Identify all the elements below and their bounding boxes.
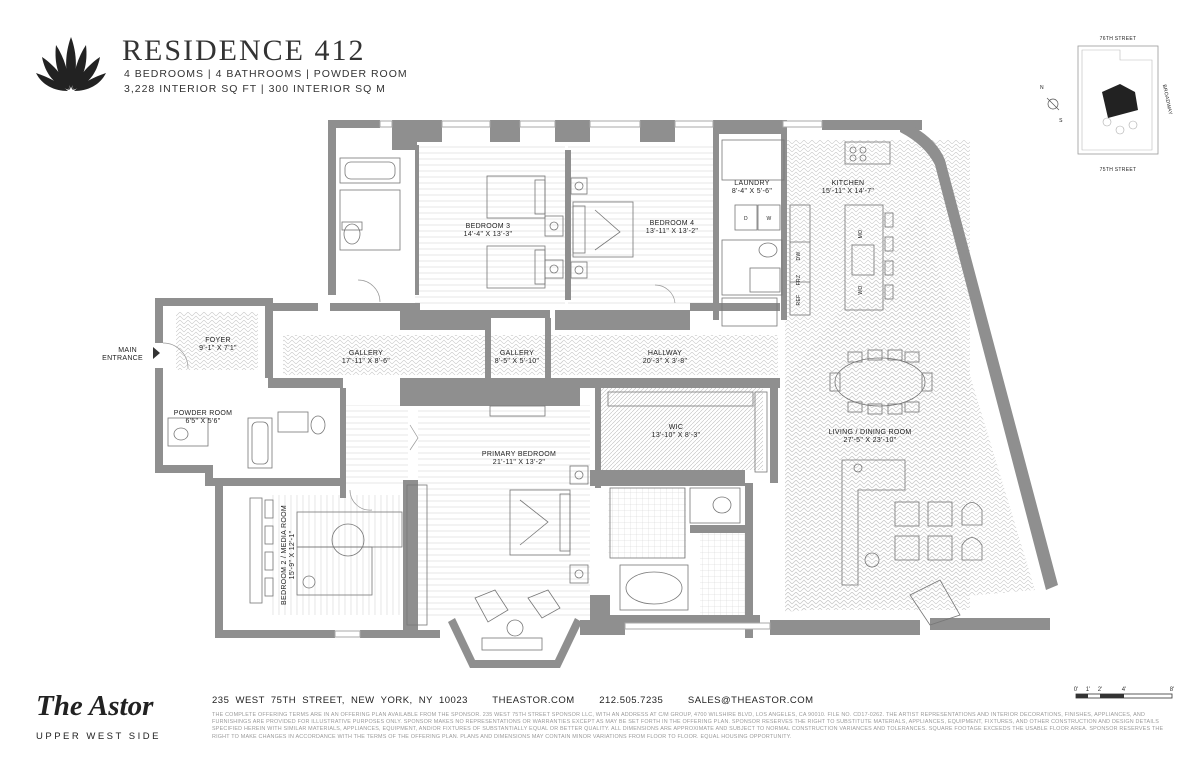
contact-line: 235 WEST 75TH STREET, NEW YORK, NY 10023…: [212, 695, 814, 706]
fixtures: [167, 139, 983, 651]
hallway-dims: 20'-3" X 3'-8": [643, 358, 688, 365]
washer-label: W: [766, 216, 771, 222]
gallery-label: GALLERY: [349, 350, 383, 357]
email-link[interactable]: SALES@THEASTOR.COM: [687, 695, 814, 706]
bedroom-4-dims: 13'-11" X 13'-2": [646, 228, 699, 235]
freezer-label: FRZ: [796, 275, 802, 286]
page-title: RESIDENCE 412: [122, 34, 366, 67]
bedroom-4-label: BEDROOM 4: [650, 220, 695, 227]
bedroom-2-label: BEDROOM 2 / MEDIA ROOM: [281, 505, 288, 605]
wic-dims: 13'-10" X 8'-3": [652, 432, 701, 439]
powder-room-label: POWDER ROOM: [174, 410, 233, 417]
dishwasher-label: DW: [796, 252, 802, 261]
wic-label: WIC: [669, 424, 684, 431]
gallery-dims: 17'-11" X 8'-6": [342, 358, 390, 365]
appliance-labels: D W DW FRZ REF MO WO: [744, 216, 864, 305]
scale-bar: 0' 1' 2' 4' 8': [1074, 687, 1174, 699]
laundry-label: LAUNDRY: [734, 180, 769, 187]
unit-summary: 4 BEDROOMS | 4 BATHROOMS | POWDER ROOM: [124, 68, 408, 80]
keyplan-76th-street: 76TH STREET: [1100, 36, 1137, 42]
living-dining-dims: 27'-5" X 23'-10": [844, 437, 897, 444]
refrigerator-label: REF: [796, 295, 802, 306]
main-entrance-label: MAIN: [118, 347, 137, 354]
entrance-arrow-icon: [153, 347, 160, 359]
keyplan-north: N: [1040, 85, 1044, 91]
scale-2: 2': [1098, 687, 1102, 693]
hallway-label: HALLWAY: [648, 350, 682, 357]
scale-0: 0': [1074, 687, 1078, 693]
bedroom-3-dims: 14'-4" X 13'-3": [464, 231, 513, 238]
legal-disclaimer: THE COMPLETE OFFERING TERMS ARE IN AN OF…: [212, 712, 1164, 740]
key-plan: 76TH STREET 75TH STREET BROADWAY N S: [1040, 36, 1173, 173]
astor-logo-icon: [36, 37, 106, 91]
room-labels: FOYER 9'-1" X 7'1" MAIN ENTRANCE GALLERY…: [102, 180, 911, 605]
scale-1: 1': [1086, 687, 1090, 693]
walls: [155, 120, 1058, 668]
dryer-label: D: [744, 216, 748, 222]
address: 235 WEST 75TH STREET, NEW YORK, NY 10023: [212, 695, 468, 706]
powder-room-dims: 6'5" X 5'6": [185, 418, 220, 425]
kitchen-label: KITCHEN: [832, 180, 865, 187]
keyplan-75th-street: 75TH STREET: [1100, 167, 1137, 173]
main-entrance-label-2: ENTRANCE: [102, 355, 143, 362]
door-swings: [162, 279, 676, 511]
scale-4: 4': [1122, 687, 1126, 693]
foyer-dims: 9'-1" X 7'1": [199, 345, 237, 352]
living-dining-label: LIVING / DINING ROOM: [828, 429, 911, 436]
gallery-2-label: GALLERY: [500, 350, 534, 357]
kitchen-dims: 15'-11" X 14'-7": [822, 188, 875, 195]
primary-bedroom-dims: 21'-11" X 13'-2": [493, 459, 546, 466]
microwave-label: MO: [858, 230, 864, 239]
primary-bedroom-label: PRIMARY BEDROOM: [482, 451, 556, 458]
unit-area: 3,228 INTERIOR SQ FT | 300 INTERIOR SQ M: [124, 83, 386, 95]
keyplan-south: S: [1059, 118, 1063, 124]
scale-8: 8': [1170, 687, 1174, 693]
brand-logo: The Astor: [36, 690, 154, 722]
brand-subtitle: UPPER WEST SIDE: [36, 731, 161, 742]
wall-oven-label: WO: [858, 285, 864, 294]
windows: [334, 120, 823, 638]
keyplan-broadway: BROADWAY: [1161, 84, 1173, 116]
website-link[interactable]: THEASTOR.COM: [492, 695, 575, 706]
floor-finishes: [176, 140, 1035, 620]
foyer-label: FOYER: [205, 337, 231, 344]
phone[interactable]: 212.505.7235: [599, 695, 664, 706]
gallery-2-dims: 8'-5" X 5'-10": [495, 358, 540, 365]
bedroom-2-dims: 15'-9" X 12'-1": [289, 530, 296, 579]
laundry-dims: 8'-4" X 5'-6": [732, 188, 773, 195]
bedroom-3-label: BEDROOM 3: [466, 223, 511, 230]
